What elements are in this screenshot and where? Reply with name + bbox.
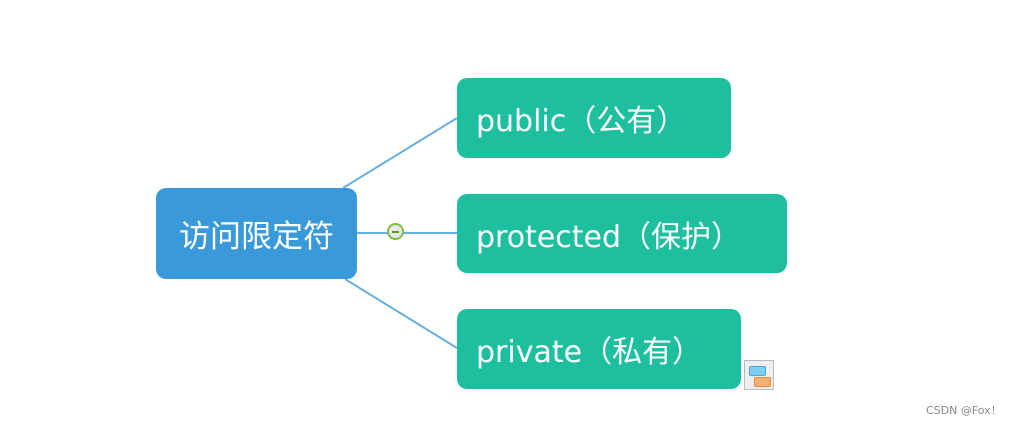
connector-public (342, 117, 458, 189)
node-protected[interactable]: protected（保护） (457, 194, 787, 273)
root-label: 访问限定符 (179, 219, 334, 255)
node-label: protected（保护） (476, 219, 742, 255)
node-label: private（私有） (476, 335, 703, 370)
watermark: CSDN @Fox！ (926, 404, 1002, 417)
node-public[interactable]: public（公有） (457, 78, 731, 158)
node-label: public（公有） (476, 104, 687, 139)
layout-icon[interactable] (744, 360, 774, 390)
connector-private (344, 278, 458, 349)
root-node[interactable]: 访问限定符 (156, 188, 357, 279)
node-private[interactable]: private（私有） (457, 309, 741, 389)
collapse-toggle-icon[interactable] (387, 223, 404, 240)
